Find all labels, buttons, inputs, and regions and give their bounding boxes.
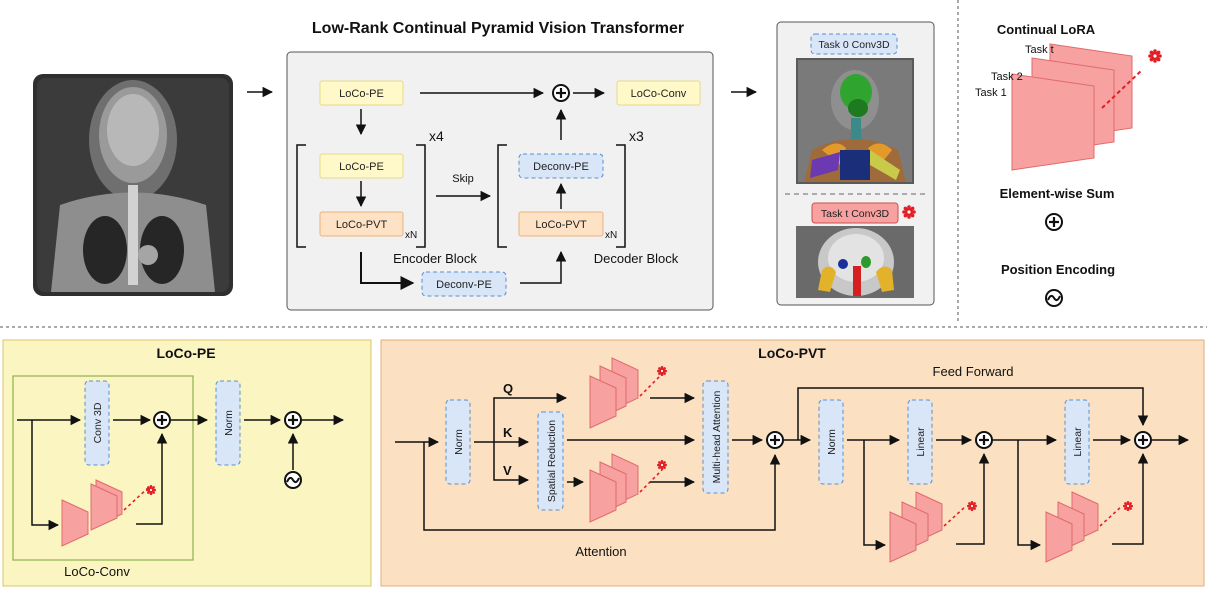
pvt-mha-label: Multi-head Attention xyxy=(711,390,723,483)
legend-position-encoding-title: Position Encoding xyxy=(1001,262,1115,277)
pvt-sum-icon-2 xyxy=(975,431,993,449)
legend-task-t: Task t xyxy=(1025,44,1054,56)
decoder-loco-pvt-label: LoCo-PVT xyxy=(535,219,587,231)
loco-pe-panel-title: LoCo-PE xyxy=(156,345,215,361)
pvt-v-gear-icon xyxy=(657,460,667,470)
continual-lora-gear-icon xyxy=(1148,49,1162,63)
ct-scan-image xyxy=(33,74,233,296)
encoder-bracket-right xyxy=(416,144,426,248)
decoder-bracket-right xyxy=(616,144,626,248)
pvt-v-lora-module xyxy=(589,453,663,523)
task0-conv-label: Task 0 Conv3D xyxy=(818,39,890,51)
pvt-linear2-box xyxy=(1064,399,1090,485)
legend-continual-lora-title: Continual LoRA xyxy=(997,22,1096,37)
segmentation-result-taskt xyxy=(796,226,914,298)
pvt-mha-box xyxy=(702,380,729,494)
pe-norm-box xyxy=(215,380,241,466)
loco-pvt-panel-title: LoCo-PVT xyxy=(758,345,826,361)
arrow-encoder-to-deconv xyxy=(360,252,415,290)
diagram-title: Low-Rank Continual Pyramid Vision Transf… xyxy=(312,20,684,37)
pvt-ff2-lora-out xyxy=(1112,452,1149,545)
sum-icon-top xyxy=(552,84,570,102)
taskt-conv-label: Task t Conv3D xyxy=(821,208,890,220)
pvt-ff1-lora-module xyxy=(889,491,967,563)
loco-pe-top-box xyxy=(319,80,404,106)
pvt-linear2-label: Linear xyxy=(1072,427,1084,457)
pvt-sum-icon-1 xyxy=(766,431,784,449)
pvt-attention-label: Attention xyxy=(575,544,626,559)
legend-task-1: Task 1 xyxy=(975,87,1007,99)
pvt-q-path xyxy=(493,392,568,442)
pe-branch-down xyxy=(31,420,60,531)
pvt-residual-1 xyxy=(423,442,781,531)
encoder-loco-pvt-label: LoCo-PVT xyxy=(336,219,388,231)
pvt-sum-icon-3 xyxy=(1134,431,1152,449)
encoder-block-label: Encoder Block xyxy=(393,251,477,266)
encoder-loco-pe-box xyxy=(319,153,404,179)
task0-conv-box xyxy=(810,33,898,55)
pvt-k-label: K xyxy=(503,425,513,440)
encoder-repeat-label: x4 xyxy=(429,128,444,144)
decoder-xn-label: xN xyxy=(605,230,617,241)
pvt-q-lora-module xyxy=(589,357,663,429)
pe-sum-icon-2 xyxy=(284,411,302,429)
pvt-q-label: Q xyxy=(503,381,513,396)
loco-pe-top-label: LoCo-PE xyxy=(339,88,384,100)
pvt-linear1-box xyxy=(907,399,933,485)
pvt-norm-box xyxy=(445,399,471,485)
loco-conv-top-label: LoCo-Conv xyxy=(631,88,687,100)
pvt-feed-forward-label: Feed Forward xyxy=(933,364,1014,379)
pvt-ff1-lora-out xyxy=(956,452,990,545)
decoder-block-label: Decoder Block xyxy=(594,251,679,266)
encoder-bracket-left xyxy=(296,144,306,248)
pe-position-encoding-icon xyxy=(284,471,302,489)
skip-label: Skip xyxy=(452,173,473,185)
pe-lora-to-sum xyxy=(136,432,168,525)
decoder-deconv-pe-box xyxy=(518,153,604,179)
pvt-norm2-label: Norm xyxy=(826,429,838,455)
legend-task-2: Task 2 xyxy=(991,71,1023,83)
pe-conv3d-box xyxy=(84,380,110,466)
legend-element-sum-title: Element-wise Sum xyxy=(1000,186,1115,201)
pvt-norm-label: Norm xyxy=(453,429,465,455)
arrow-deconv-to-decoder xyxy=(520,250,567,284)
pvt-v-label: V xyxy=(503,463,512,478)
pvt-norm2-branch xyxy=(863,440,887,551)
pvt-spatial-reduction-label: Spatial Reduction xyxy=(546,420,558,502)
decoder-loco-pvt-box xyxy=(518,211,604,237)
pvt-ff1-gear-icon xyxy=(967,501,977,511)
pe-lora-gear-icon xyxy=(146,485,156,495)
pe-conv3d-label: Conv 3D xyxy=(92,402,104,443)
decoder-deconv-pe-label: Deconv-PE xyxy=(533,161,589,173)
taskt-conv-box xyxy=(811,202,899,224)
pvt-ff2-gear-icon xyxy=(1123,501,1133,511)
pe-norm-label: Norm xyxy=(223,410,235,436)
legend-sum-icon xyxy=(1045,213,1063,231)
legend-position-encoding-icon xyxy=(1045,289,1063,307)
pvt-residual-2 xyxy=(797,387,1149,440)
segmentation-result-task0 xyxy=(796,58,914,184)
network-panel xyxy=(286,51,714,311)
decoder-bracket-left xyxy=(497,144,507,248)
pe-sum-icon-1 xyxy=(153,411,171,429)
continual-lora-stack xyxy=(1011,43,1143,171)
loco-conv-top-box xyxy=(616,80,701,106)
pvt-linear1-label: Linear xyxy=(915,427,927,457)
deconv-pe-bottom-box xyxy=(421,271,507,297)
decoder-repeat-label: x3 xyxy=(629,128,644,144)
pvt-norm2-box xyxy=(818,399,844,485)
pvt-spatial-reduction-box xyxy=(537,411,564,511)
loco-conv-inner-label: LoCo-Conv xyxy=(64,564,130,579)
deconv-pe-bottom-label: Deconv-PE xyxy=(436,279,492,291)
encoder-xn-label: xN xyxy=(405,230,417,241)
pvt-q-gear-icon xyxy=(657,366,667,376)
pvt-ff2-lora-module xyxy=(1045,491,1123,563)
encoder-loco-pe-label: LoCo-PE xyxy=(339,161,384,173)
taskt-gear-icon xyxy=(902,205,916,219)
pvt-sum2-branch xyxy=(1017,440,1042,551)
pvt-v-path xyxy=(493,442,530,486)
pe-lora-module xyxy=(61,479,149,547)
encoder-loco-pvt-box xyxy=(319,211,404,237)
